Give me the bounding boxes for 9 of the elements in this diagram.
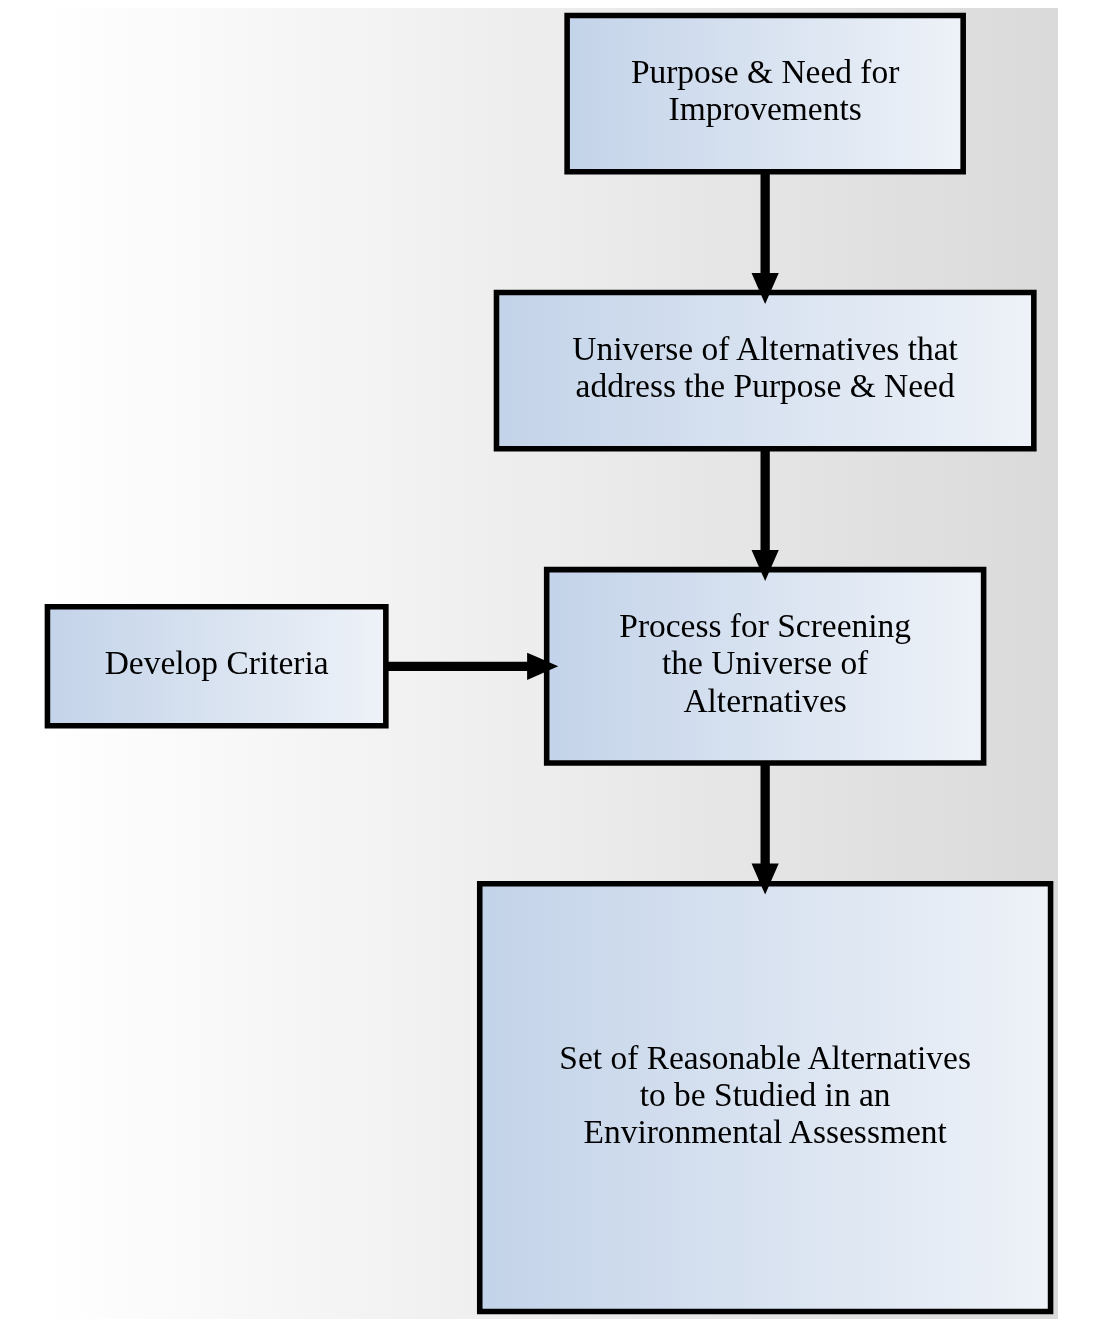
node-box: Process for Screening the Universe of Alternatives bbox=[543, 566, 986, 766]
node-box: Set of Reasonable Alternatives to be Studied in an Environmental Assessment bbox=[476, 881, 1053, 1315]
arrow bbox=[751, 763, 779, 895]
arrow bbox=[751, 172, 779, 305]
node-box: Develop Criteria bbox=[44, 604, 389, 729]
arrow bbox=[751, 449, 779, 582]
node-box: Universe of Alternatives that address the Purpose & Need bbox=[493, 289, 1037, 452]
arrow bbox=[385, 652, 558, 680]
node-box: Purpose & Need for Improvements bbox=[563, 12, 966, 175]
